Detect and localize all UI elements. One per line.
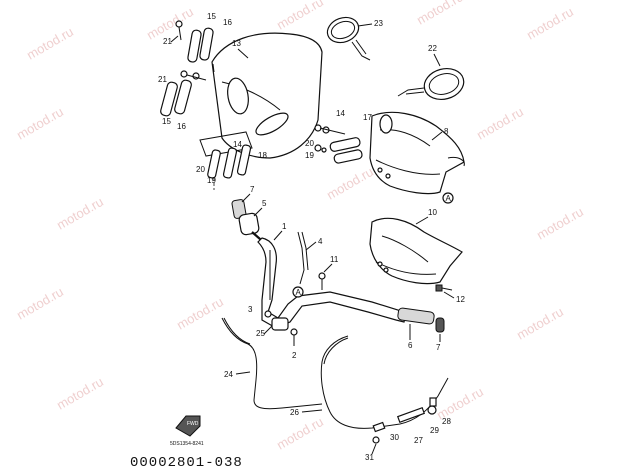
callout-14: 14 [233, 140, 242, 149]
callout-12: 12 [456, 295, 465, 304]
document-code: 00002801-038 [130, 455, 243, 468]
screw [318, 272, 326, 290]
upper-cowl [369, 111, 465, 195]
callout-21: 21 [158, 75, 167, 84]
watermark-text: motod.ru [474, 104, 526, 143]
callout-19: 19 [305, 151, 314, 160]
callout-30: 30 [390, 433, 399, 442]
throttle-housing [264, 310, 298, 346]
fwd-label: FWD [187, 421, 199, 427]
callout-25: 25 [256, 329, 265, 338]
lower-bracket [160, 70, 207, 117]
callout-7: 7 [250, 185, 255, 194]
cowl-mount-bracket [314, 124, 363, 164]
fwd-arrow-icon: FWD [175, 415, 201, 437]
callout-circle-a-label: A [296, 288, 302, 297]
watermark-text: motod.ru [274, 414, 326, 453]
watermark-text: motod.ru [524, 4, 576, 43]
grip-end [397, 307, 445, 333]
fwd-code: 5DS1354-8241 [170, 441, 204, 447]
watermark-text: motod.ru [24, 24, 76, 63]
callout-16: 16 [223, 18, 232, 27]
callout-17: 17 [363, 113, 372, 122]
callout-16: 16 [177, 122, 186, 131]
callout-14: 14 [336, 109, 345, 118]
watermark-text: motod.ru [54, 194, 106, 233]
callout-13: 13 [232, 39, 241, 48]
callout-4: 4 [318, 237, 323, 246]
callout-circle-a [292, 286, 304, 298]
callout-27: 27 [414, 436, 423, 445]
choke-cable [320, 335, 449, 429]
callout-3: 3 [248, 305, 253, 314]
callout-circle-a-label: A [446, 194, 452, 203]
callout-circle-a [442, 192, 454, 204]
callout-29: 29 [430, 426, 439, 435]
handlebar [257, 237, 407, 329]
callout-10: 10 [428, 208, 437, 217]
callout-26: 26 [290, 408, 299, 417]
upper-bracket [175, 20, 214, 63]
watermark-text: motod.ru [534, 204, 586, 243]
watermark-text: motod.ru [514, 304, 566, 343]
callout-31: 31 [365, 453, 374, 462]
callout-18: 18 [258, 151, 267, 160]
watermark-text: motod.ru [414, 0, 466, 28]
callout-11: 11 [330, 255, 339, 264]
callout-23: 23 [374, 19, 383, 28]
callout-5: 5 [262, 199, 267, 208]
watermark-text: motod.ru [174, 294, 226, 333]
screw [435, 284, 453, 292]
throttle-cable [221, 317, 323, 410]
callout-7: 7 [436, 343, 441, 352]
callout-20: 20 [305, 139, 314, 148]
callout-20: 20 [196, 165, 205, 174]
mirror-left [326, 16, 371, 61]
callout-21: 21 [163, 37, 172, 46]
watermark-text: motod.ru [14, 284, 66, 323]
watermark-text: motod.ru [324, 164, 376, 203]
callout-6: 6 [408, 341, 413, 350]
callout-1: 1 [282, 222, 287, 231]
callout-2: 2 [292, 351, 297, 360]
lever-assembly [372, 397, 437, 444]
screen-mount-bracket [199, 131, 253, 190]
windscreen [211, 32, 323, 159]
callout-8: 8 [444, 127, 449, 136]
throttle-grip [231, 199, 269, 247]
callout-28: 28 [442, 417, 451, 426]
callout-22: 22 [428, 44, 437, 53]
mirror-right [397, 68, 465, 100]
watermark-text: motod.ru [54, 374, 106, 413]
watermark-text: motod.ru [274, 0, 326, 33]
callout-19: 19 [207, 176, 216, 185]
lower-cowl [369, 217, 463, 285]
callout-24: 24 [224, 370, 233, 379]
handlebar-strap [297, 231, 309, 285]
callout-15: 15 [207, 12, 216, 21]
watermark-text: motod.ru [14, 104, 66, 143]
callout-15: 15 [162, 117, 171, 126]
